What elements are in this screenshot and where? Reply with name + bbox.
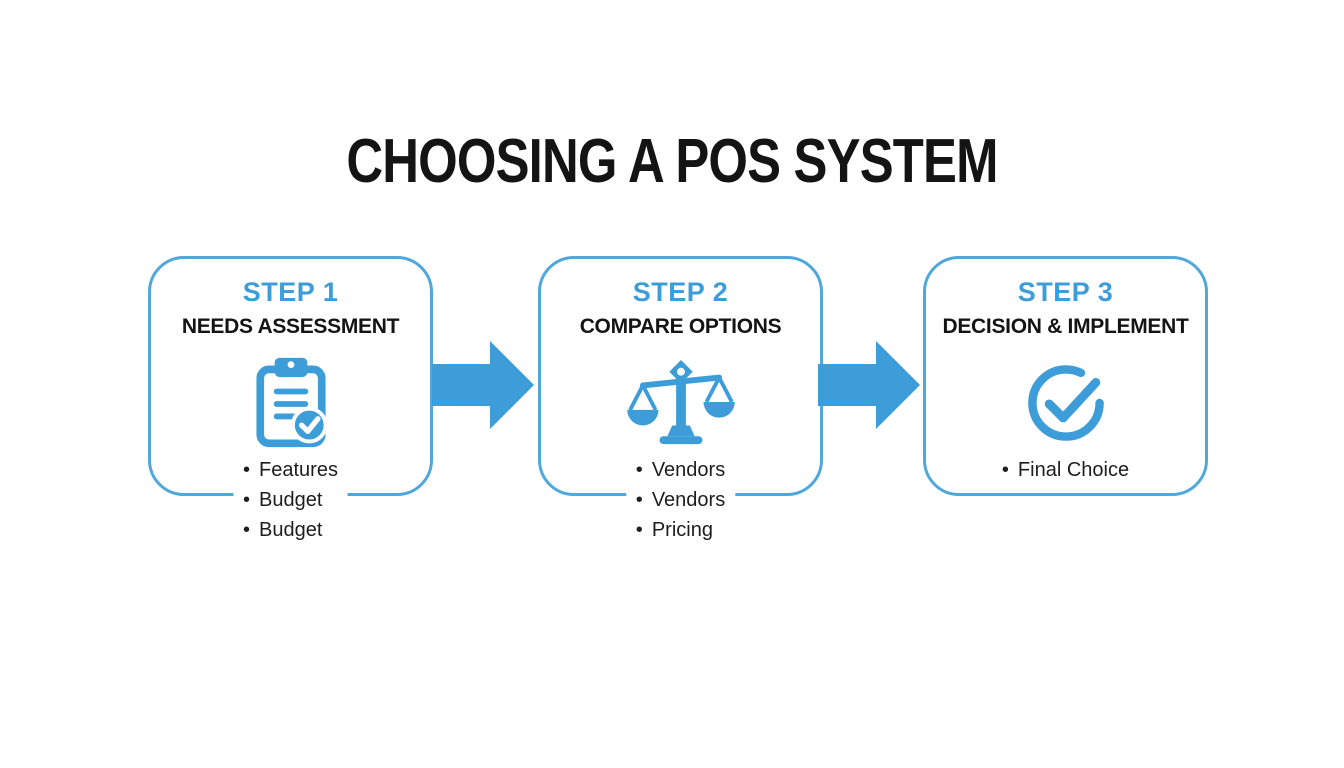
list-item-label: Features bbox=[259, 459, 338, 481]
bullet-dot: • bbox=[243, 459, 251, 481]
list-item: • Vendors bbox=[636, 485, 725, 515]
balance-scale-icon bbox=[541, 357, 820, 449]
step-items-list: • Final Choice bbox=[991, 455, 1140, 485]
bullet-dot: • bbox=[635, 489, 643, 511]
list-item: • Pricing bbox=[636, 515, 725, 545]
step-items-list: • Features • Budget • Budget bbox=[233, 455, 348, 545]
list-item: • Features bbox=[243, 455, 338, 485]
bullet-dot: • bbox=[243, 519, 251, 541]
step-label: STEP 3 bbox=[1017, 277, 1114, 307]
step-card-1: STEP 1 NEEDS ASSESSMENT • Features • Budge… bbox=[148, 256, 433, 545]
step-label: STEP 2 bbox=[632, 277, 729, 307]
list-item: • Vendors bbox=[636, 455, 725, 485]
step-items-list: • Vendors • Vendors • Pricing bbox=[625, 455, 736, 545]
step-title: DECISION & IMPLEMENT bbox=[942, 315, 1189, 338]
page-title: CHOOSING A POS SYSTEM bbox=[346, 127, 998, 196]
bullet-dot: • bbox=[635, 519, 643, 541]
list-item: • Budget bbox=[243, 485, 338, 515]
step-label: STEP 1 bbox=[242, 277, 339, 307]
list-item-label: Pricing bbox=[651, 519, 713, 541]
list-item-label: Vendors bbox=[651, 489, 726, 511]
bullet-dot: • bbox=[243, 489, 251, 511]
list-item-label: Budget bbox=[259, 489, 323, 511]
clipboard-check-icon bbox=[151, 357, 430, 449]
arrow-right-icon bbox=[432, 341, 534, 429]
bullet-dot: • bbox=[635, 459, 643, 481]
list-item-label: Vendors bbox=[651, 459, 726, 481]
list-item-label: Budget bbox=[259, 519, 323, 541]
list-item-label: Final Choice bbox=[1017, 459, 1130, 481]
step-title: COMPARE OPTIONS bbox=[579, 315, 782, 338]
list-item: • Final Choice bbox=[1002, 455, 1129, 485]
check-circle-icon bbox=[926, 357, 1205, 449]
bullet-dot: • bbox=[1001, 459, 1009, 481]
step-card-2: STEP 2 COMPARE OPTIONS • Vendors • Vendors… bbox=[538, 256, 823, 545]
list-item: • Budget bbox=[243, 515, 338, 545]
arrow-right-icon bbox=[818, 341, 920, 429]
step-title: NEEDS ASSESSMENT bbox=[181, 315, 400, 338]
step-card-3: STEP 3 DECISION & IMPLEMENT • Final Choic… bbox=[923, 256, 1208, 496]
